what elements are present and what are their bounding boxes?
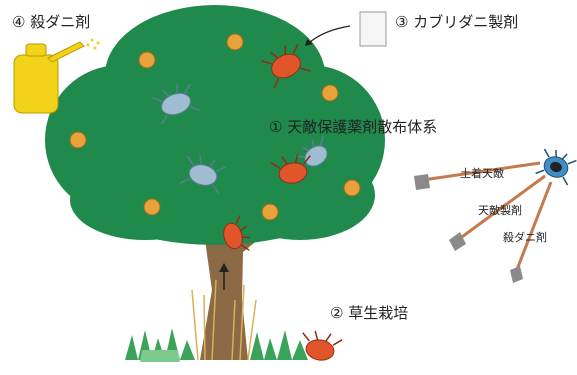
ground-cover-label: ② 草生栽培 [330, 304, 409, 322]
dry-grass [191, 279, 257, 361]
packet-icon [359, 11, 387, 47]
fruit-icon [143, 198, 161, 216]
ground-grass [125, 328, 308, 362]
fruit-icon [343, 179, 361, 197]
red-mite-icon [302, 330, 343, 361]
fruit-icon [226, 33, 244, 51]
red-mite-icon [270, 153, 311, 184]
fruit-group [69, 33, 361, 221]
red-mite-icon [223, 215, 251, 251]
climb-arrow-icon [219, 263, 229, 290]
fruit-icon [261, 203, 279, 221]
arrow-enemy-product [449, 174, 546, 251]
packet-label: ③ カブリダニ製剤 [395, 13, 519, 31]
fruit-icon [69, 131, 87, 149]
sprayer-icon [13, 38, 100, 114]
acaricide-spray-label: ④ 殺ダニ剤 [12, 13, 91, 31]
enemy-product-label: 天敵製剤 [478, 204, 522, 217]
packet-pointer [305, 25, 351, 46]
red-mite-icon [261, 43, 311, 89]
target-mite-icon [535, 148, 577, 186]
predatory-mite-icon [179, 155, 227, 195]
predatory-mite-icon [295, 136, 328, 167]
arrow-native-enemies [414, 161, 541, 190]
fruit-icon [321, 84, 339, 102]
natural-enemy-system-label: ① 天敵保護薬剤散布体系 [269, 118, 438, 136]
tree-canopy [45, 5, 385, 245]
native-enemies-label: 土着天敵 [460, 167, 504, 180]
predatory-mite-icon [152, 83, 200, 125]
fruit-icon [138, 51, 156, 69]
tree-trunk [180, 210, 270, 360]
arrow-acaricide [510, 181, 553, 283]
acaricide-label: 殺ダニ剤 [503, 231, 547, 244]
